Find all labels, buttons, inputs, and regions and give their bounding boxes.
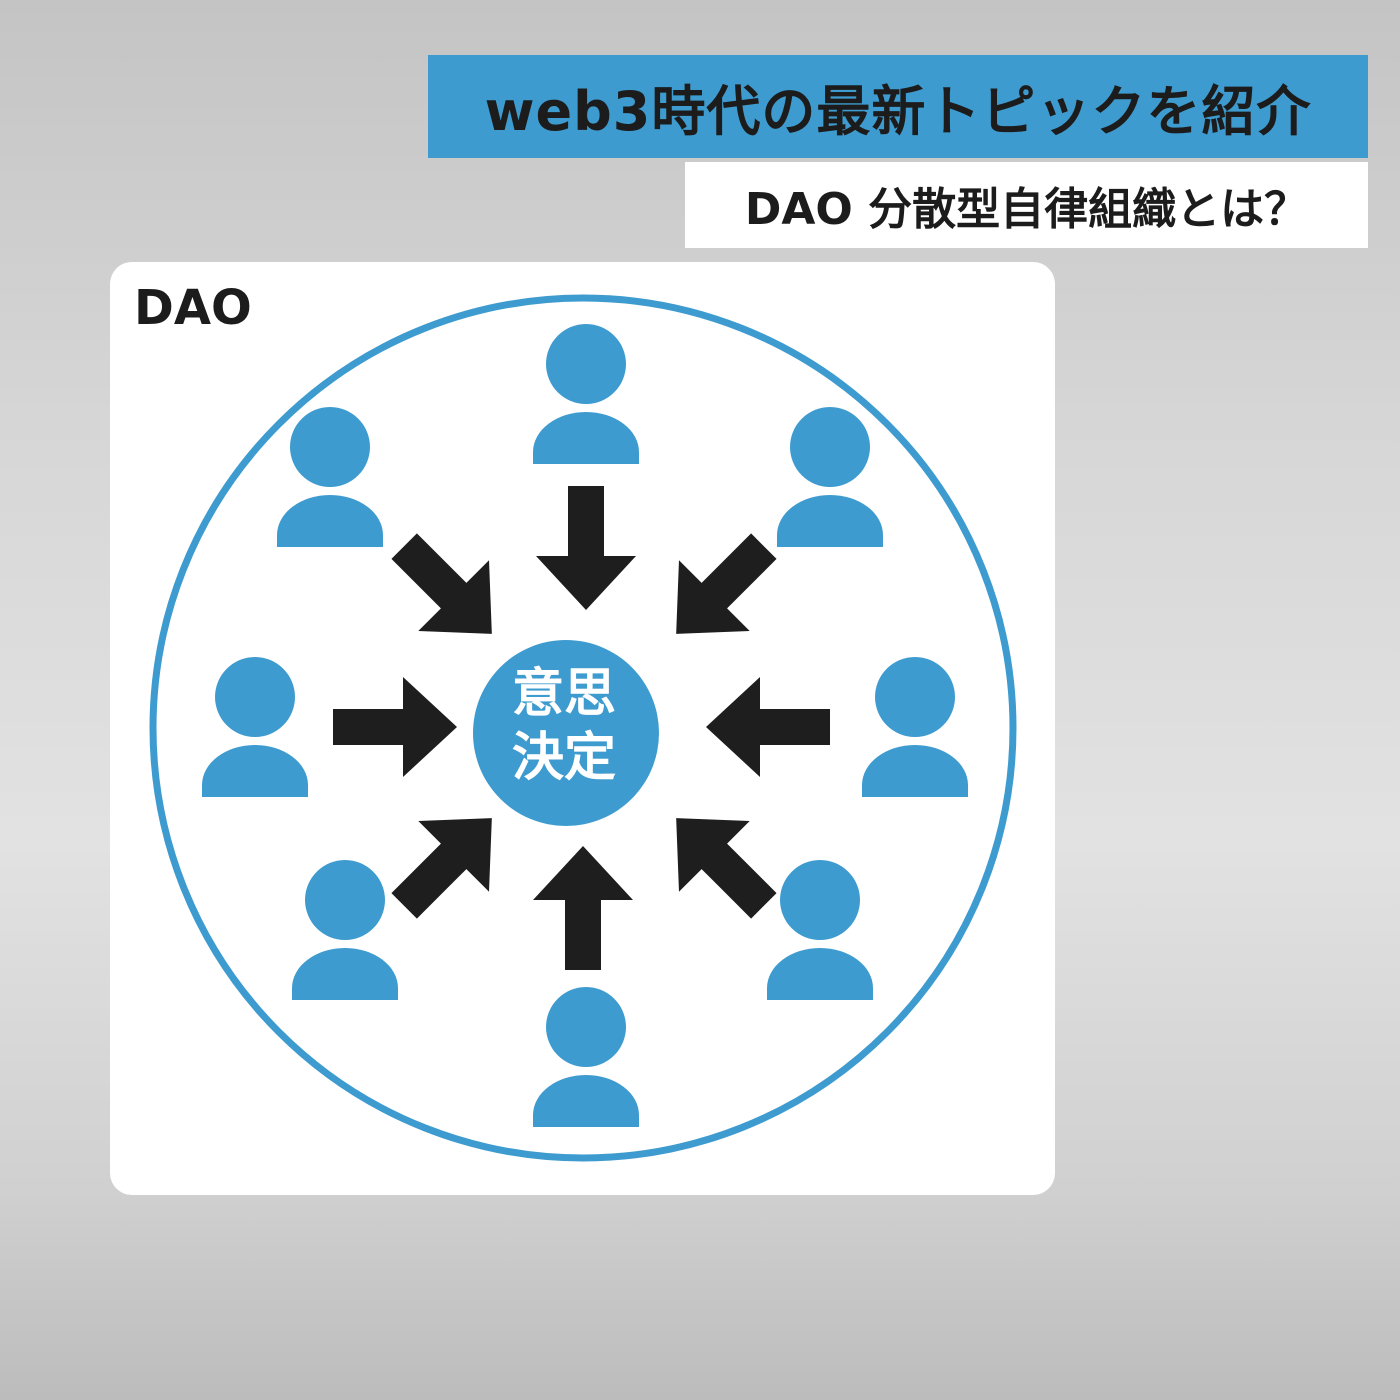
member-person-icon <box>202 657 308 797</box>
header-subtitle-box: DAO 分散型自律組織とは？ <box>685 162 1368 248</box>
member-person-icon <box>533 324 639 464</box>
member-person-icon <box>777 407 883 547</box>
header-title: web3時代の最新トピックを紹介 <box>484 80 1312 143</box>
arrow-to-decision-icon <box>676 533 777 634</box>
decision-label-line2: 決定 <box>511 728 616 788</box>
decision-label: 意思 決定 <box>472 662 656 790</box>
arrow-to-decision-icon <box>536 486 636 610</box>
organization-boundary-circle <box>149 294 1017 1162</box>
arrow-to-decision-icon <box>391 818 492 919</box>
member-person-icon <box>862 657 968 797</box>
decision-circle <box>473 640 659 826</box>
member-person-icon <box>277 407 383 547</box>
member-person-icon <box>767 860 873 1000</box>
member-person-icon <box>533 987 639 1127</box>
header-subtitle: DAO 分散型自律組織とは？ <box>744 184 1309 235</box>
arrow-to-decision-icon <box>533 846 633 970</box>
arrow-to-decision-icon <box>333 677 457 777</box>
arrow-to-decision-icon <box>706 677 830 777</box>
arrow-to-decision-icon <box>391 533 492 634</box>
decision-label-line1: 意思 <box>511 664 616 724</box>
header-title-banner: web3時代の最新トピックを紹介 <box>428 55 1368 158</box>
arrow-to-decision-icon <box>676 818 777 919</box>
member-person-icon <box>292 860 398 1000</box>
diagram-label: DAO <box>134 280 252 336</box>
